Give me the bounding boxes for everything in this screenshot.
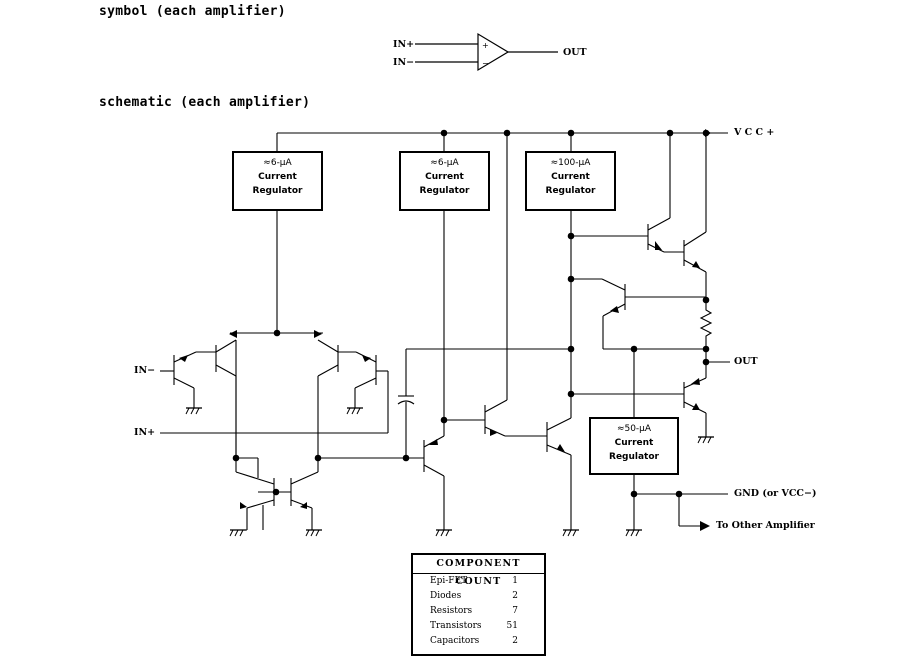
opamp-triangle	[477, 32, 510, 72]
current-regulator-2: ≈6-µA Current Regulator	[399, 151, 490, 211]
regulator-4-line1: Current	[614, 438, 654, 448]
regulator-2-line2: Regulator	[419, 186, 470, 196]
component-count-title: COMPONENT COUNT	[413, 555, 544, 587]
vcc-plus-label: V C C +	[734, 127, 775, 138]
table-row: Transistors 51	[413, 619, 544, 634]
regulator-1-current: ≈6-µA	[263, 158, 292, 168]
in-minus-label: IN−	[134, 365, 156, 376]
opamp-symbol	[415, 32, 558, 72]
regulator-3-line2: Regulator	[545, 186, 596, 196]
row-value: 7	[512, 606, 518, 616]
symbol-heading: symbol (each amplifier)	[99, 4, 286, 19]
regulator-3-current: ≈100-µA	[550, 158, 591, 168]
regulator-1-line2: Regulator	[252, 186, 303, 196]
regulator-2-current: ≈6-µA	[430, 158, 459, 168]
symbol-plus-sign: +	[482, 41, 489, 50]
symbol-out-label: OUT	[563, 47, 587, 58]
row-value: 2	[512, 636, 518, 646]
row-name: Epi-FET	[430, 576, 468, 586]
in-plus-label: IN+	[134, 427, 156, 438]
current-regulator-3: ≈100-µA Current Regulator	[525, 151, 616, 211]
current-regulator-1: ≈6-µA Current Regulator	[232, 151, 323, 211]
regulator-4-line2: Regulator	[609, 452, 659, 462]
regulator-1-line1: Current	[258, 172, 297, 182]
current-regulator-4: ≈50-µA Current Regulator	[589, 417, 679, 475]
row-name: Diodes	[430, 591, 462, 601]
schematic-wires	[160, 132, 730, 531]
regulator-4-current: ≈50-µA	[616, 424, 652, 434]
regulator-3-line1: Current	[551, 172, 590, 182]
row-value: 51	[506, 621, 518, 631]
schematic-heading: schematic (each amplifier)	[99, 95, 311, 110]
symbol-in-minus-label: IN−	[393, 57, 414, 68]
symbol-in-plus-label: IN+	[393, 39, 414, 50]
row-name: Transistors	[430, 621, 482, 631]
row-value: 2	[512, 591, 518, 601]
table-row: Resistors 7	[413, 604, 544, 619]
gnd-label: GND (or VCC−)	[734, 488, 817, 499]
emitter-arrows	[179, 129, 711, 531]
row-value: 1	[512, 576, 518, 586]
out-label: OUT	[734, 356, 758, 367]
regulator-2-line1: Current	[425, 172, 464, 182]
table-row: Epi-FET 1	[413, 574, 544, 589]
component-count-table: COMPONENT COUNT Epi-FET 1 Diodes 2 Resis…	[411, 553, 546, 656]
row-name: Capacitors	[430, 636, 480, 646]
other-amplifier-label: To Other Amplifier	[716, 520, 815, 531]
row-name: Resistors	[430, 606, 473, 616]
junction-dots	[232, 129, 710, 498]
table-row: Diodes 2	[413, 589, 544, 604]
symbol-minus-sign: −	[482, 59, 489, 68]
table-row: Capacitors 2	[413, 634, 544, 649]
